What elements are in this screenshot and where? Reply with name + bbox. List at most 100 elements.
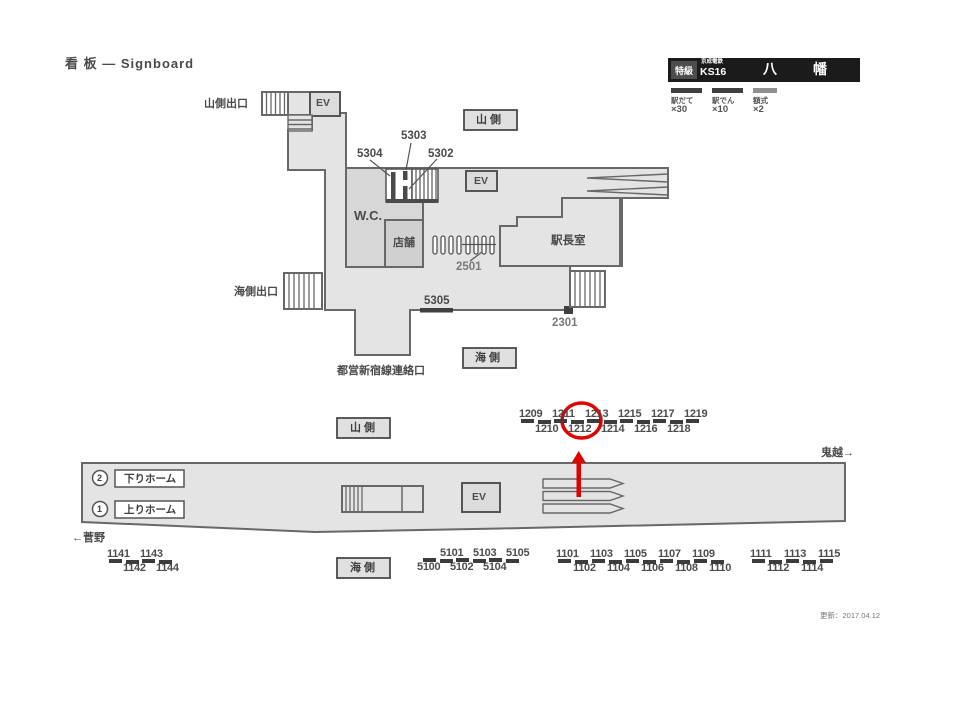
company-name: 京成電鉄 (701, 59, 724, 65)
elevator-box-platform (461, 482, 501, 513)
sign-position-dash (125, 560, 139, 564)
sign-position-dash (587, 419, 600, 423)
leader-lines (369, 142, 483, 262)
sign-number: 1108 (675, 562, 698, 574)
platform1-number: 1 (97, 504, 103, 514)
mountain-exit-stairs (261, 91, 289, 116)
sign-number: 1217 (651, 408, 675, 420)
sign-number: 1213 (585, 408, 609, 420)
sign-mark-2301 (564, 306, 573, 314)
sea-side-label-upper: 海 側 (475, 352, 501, 364)
sign-position-dash (820, 559, 833, 563)
sign-position-dash (711, 560, 724, 564)
sign-bar-5302 (403, 186, 408, 199)
wc-label: W.C. (354, 208, 383, 223)
sign-number: 5105 (506, 547, 530, 559)
label-box-sea-lower (336, 557, 391, 579)
legend-count: ×30 (671, 104, 688, 115)
legend-bar (753, 88, 777, 93)
sign-position-dash (653, 419, 666, 423)
sign-number: 1104 (607, 562, 630, 574)
sign-number: 1109 (692, 548, 715, 560)
platform1-label: 上りホーム (124, 504, 177, 516)
subway-link-label: 都営新宿線連絡口 (337, 365, 425, 377)
sign-position-dash (570, 420, 584, 424)
sign-number: 1115 (818, 548, 841, 560)
label-box-mountain-upper (463, 109, 518, 131)
sign-number: 5100 (417, 561, 441, 573)
legend-count: ×10 (712, 104, 729, 115)
sign-number: 5103 (473, 547, 497, 559)
sign-position-dash (677, 560, 690, 564)
elevator-box-upper (309, 91, 341, 117)
platform-corridor-lines (586, 173, 669, 196)
ticket-gates (432, 235, 496, 255)
sign-position-dash (142, 559, 155, 563)
sign-number: 1144 (156, 562, 179, 574)
label-box-mountain-lower (336, 417, 391, 439)
direction-right: 鬼越→ (821, 447, 854, 459)
sign-label-5303: 5303 (401, 130, 427, 142)
sign-position-dash (636, 420, 650, 424)
sign-number: 1214 (601, 423, 625, 435)
sign-label-5304: 5304 (357, 148, 383, 160)
platform2-label-box (114, 469, 185, 488)
sign-number: 1110 (709, 562, 732, 574)
station-code: KS16 (700, 66, 727, 78)
mountain-exit-label: 山側出口 (204, 98, 248, 110)
concourse-stairs-right (569, 270, 606, 308)
legend-count: ×2 (753, 104, 764, 115)
station-office-room (499, 197, 621, 267)
sign-position-dash (575, 560, 588, 564)
sign-label-2301: 2301 (552, 317, 578, 329)
ev-label-platform: EV (472, 491, 487, 503)
sign-number: 1215 (618, 408, 642, 420)
station-office-label: 駅長室 (551, 235, 586, 247)
sign-number: 1105 (624, 548, 647, 560)
platform1-circle (91, 500, 109, 518)
sign-position-dash (620, 419, 633, 423)
sign-position-dash (537, 420, 551, 424)
page-title: 看 板 — Signboard (65, 56, 195, 71)
highlight-arrow (571, 451, 586, 497)
sign-number: 1210 (535, 423, 559, 435)
mountain-side-label-lower: 山 側 (350, 422, 376, 434)
sea-exit-label: 海側出口 (234, 286, 278, 298)
sign-position-dash (694, 559, 707, 563)
label-box-sea-upper (462, 347, 517, 369)
sign-number: 1106 (641, 562, 664, 574)
sign-number: 1103 (590, 548, 613, 560)
grade-badge: 特級 (671, 61, 697, 79)
sign-position-dash (505, 559, 519, 563)
sign-number: 1218 (667, 423, 691, 435)
sign-number: 1143 (140, 548, 163, 560)
sign-position-dash (439, 559, 453, 563)
legend-label: 額式 (753, 96, 768, 105)
legend-bar (712, 88, 743, 93)
updated-date: 更新：2017.04.12 (820, 611, 881, 620)
elevator-box-concourse (465, 170, 498, 192)
shop-label: 店舗 (393, 237, 415, 249)
legend-bar (671, 88, 702, 93)
sign-number: 1216 (634, 423, 658, 435)
sign-label-5305: 5305 (424, 295, 450, 307)
platform2-label: 下りホーム (124, 473, 177, 485)
sign-position-dash (643, 560, 656, 564)
sign-number: 1209 (519, 408, 543, 420)
sign-position-dash (456, 558, 469, 562)
sign-position-dash (554, 419, 567, 423)
sign-position-dash (423, 558, 436, 562)
sign-position-dash (803, 560, 816, 564)
sign-number: 1142 (123, 562, 146, 574)
sign-bar-5305 (420, 308, 453, 313)
sign-number: 5104 (483, 561, 507, 573)
sign-number: 1141 (107, 548, 130, 560)
sign-position-dash (603, 420, 617, 424)
ev-label-concourse: EV (474, 175, 489, 187)
ev-label-upper: EV (316, 97, 331, 109)
steps-down (287, 114, 313, 132)
shop-room (384, 219, 424, 268)
sea-side-label-lower: 海 側 (350, 562, 376, 574)
platform2-circle (91, 469, 109, 487)
station-header-bar (668, 58, 860, 82)
